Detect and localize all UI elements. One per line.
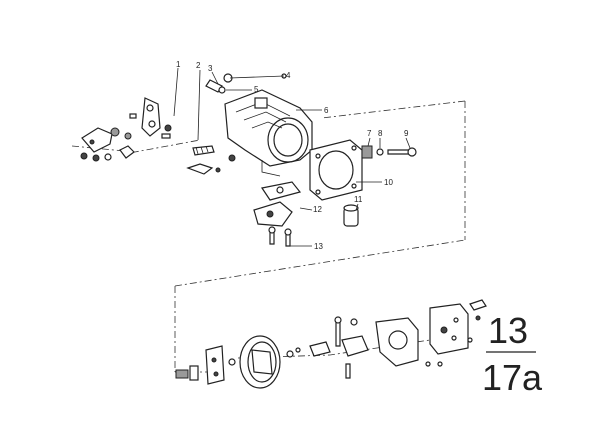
diagram-number-block: 13 17a xyxy=(482,310,543,398)
callout-10: 10 xyxy=(384,178,393,187)
throttle-body xyxy=(224,89,313,177)
callout-labels: 1 2 3 4 5 6 7 8 9 10 11 12 13 xyxy=(176,60,409,251)
callout-11: 11 xyxy=(354,195,363,204)
callout-7: 7 xyxy=(367,129,372,138)
bushing xyxy=(343,204,359,227)
callout-4: 4 xyxy=(286,71,291,80)
screw-set xyxy=(361,145,417,159)
flange-gasket xyxy=(309,139,363,201)
callout-13: 13 xyxy=(314,242,323,251)
diagram-number: 17a xyxy=(482,357,543,398)
leader-lines xyxy=(173,67,411,247)
callout-1: 1 xyxy=(176,60,181,69)
linkage-bracket xyxy=(80,97,172,162)
callout-12: 12 xyxy=(313,205,322,214)
bolts-13 xyxy=(268,226,292,247)
callout-9: 9 xyxy=(404,129,409,138)
callout-3: 3 xyxy=(208,64,213,73)
cam-bracket xyxy=(253,181,302,227)
callout-5: 5 xyxy=(254,85,259,94)
lower-assembly xyxy=(175,299,487,389)
callout-8: 8 xyxy=(378,129,383,138)
callout-6: 6 xyxy=(324,106,329,115)
callout-2: 2 xyxy=(196,61,201,70)
group-number: 13 xyxy=(488,310,528,351)
